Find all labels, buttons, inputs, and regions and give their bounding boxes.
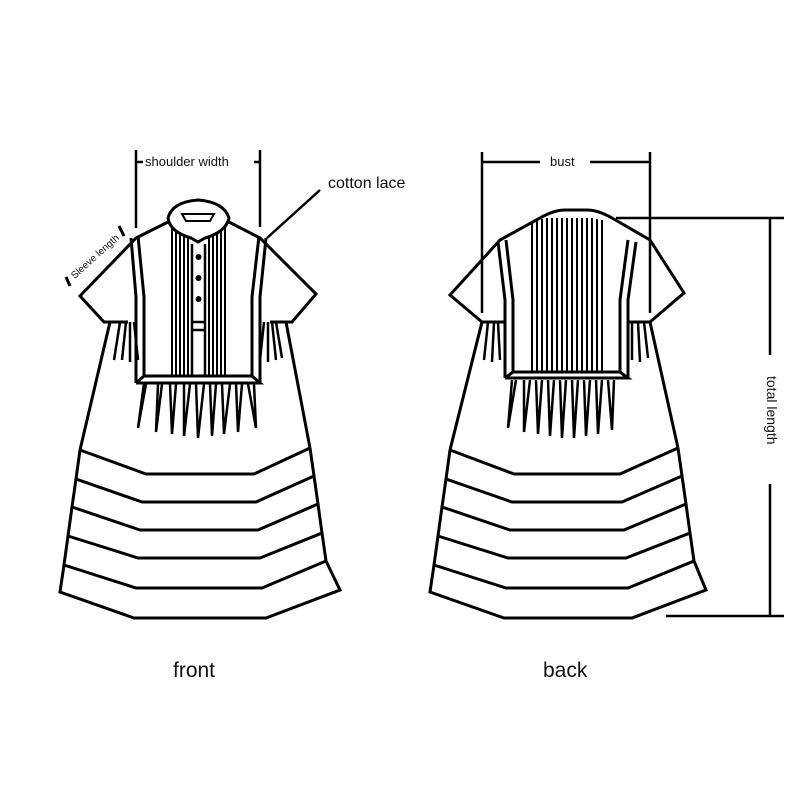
front-dress-drawing — [58, 150, 343, 620]
bust-label: bust — [550, 154, 575, 169]
button-icon — [195, 275, 202, 281]
bust-dimension — [480, 152, 652, 313]
front-skirt-tiers — [58, 446, 343, 620]
button-icon — [195, 296, 202, 302]
cotton-lace-label: cotton lace — [328, 175, 406, 192]
back-skirt-tiers — [428, 446, 708, 620]
front-view-label: front — [173, 659, 216, 682]
back-view-label: back — [543, 659, 588, 682]
cotton-lace-leader — [266, 189, 321, 239]
back-dress-drawing — [428, 152, 784, 620]
total-length-dimension — [616, 216, 784, 618]
back-sleeve-fringe-right — [630, 321, 650, 363]
back-pintucks — [531, 218, 603, 372]
yoke-fringe — [136, 382, 258, 439]
back-yoke-fringe — [506, 379, 616, 439]
sleeve-fringe-left — [112, 321, 140, 362]
shoulder-width-label: shoulder width — [145, 154, 229, 169]
front-pintucks — [171, 228, 226, 376]
back-sleeve-fringe-left — [482, 321, 502, 363]
button-icon — [195, 254, 202, 260]
front-buttons — [195, 254, 202, 302]
sleeve-fringe-right — [258, 321, 284, 362]
shoulder-width-dimension — [134, 150, 262, 228]
total-length-label: total length — [764, 376, 780, 445]
sleeve-length-dimension — [64, 225, 126, 287]
